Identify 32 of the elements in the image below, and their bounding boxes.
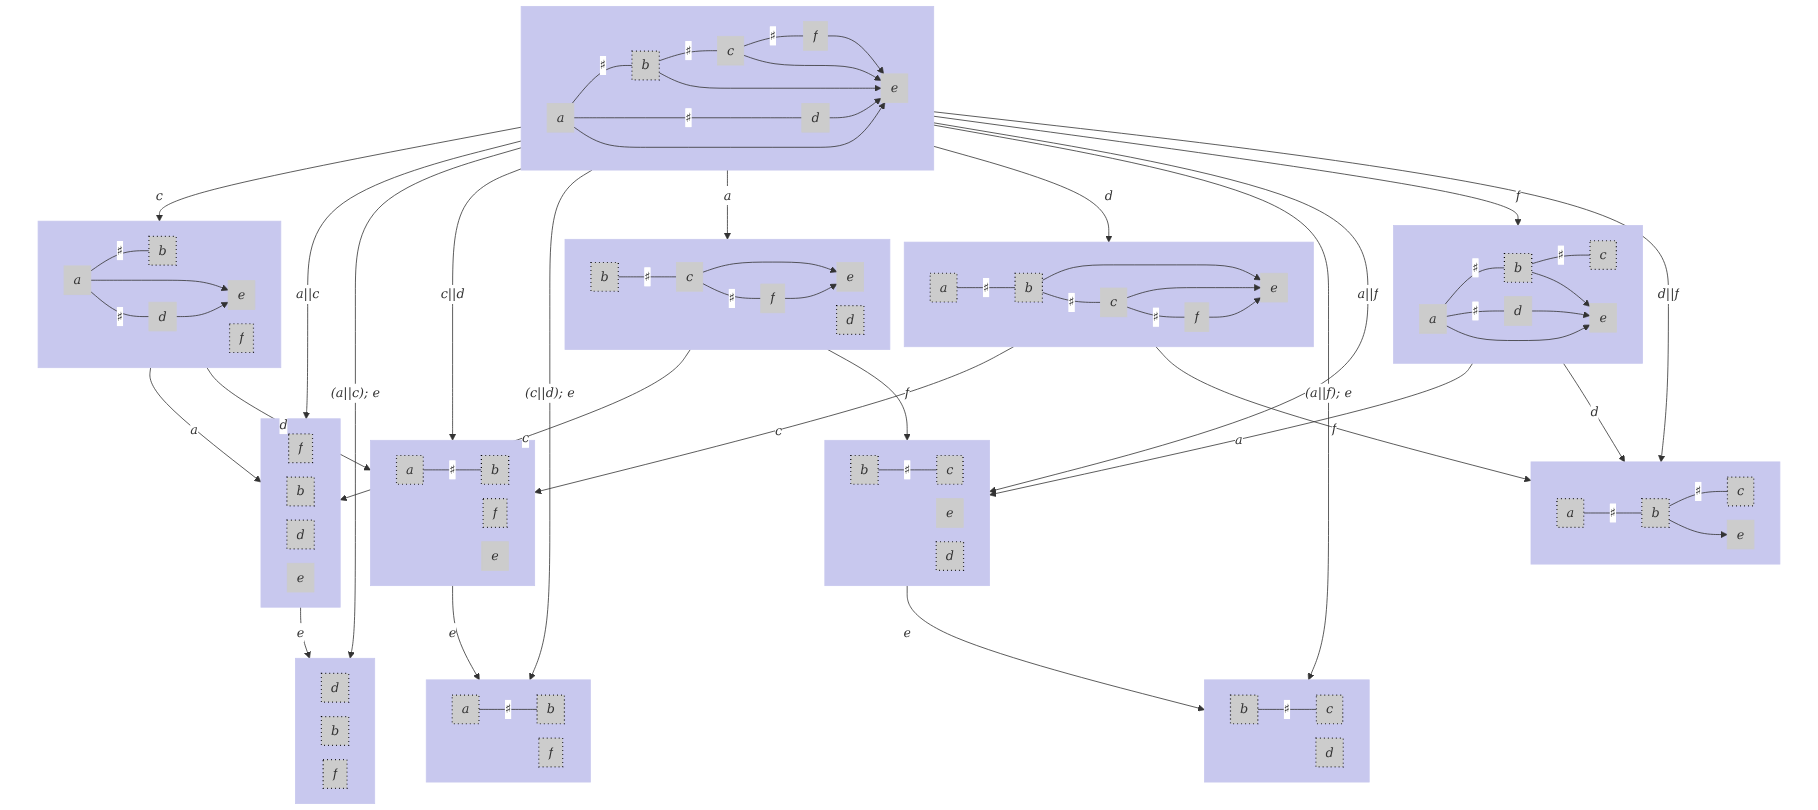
connector (702, 283, 762, 299)
connector (1531, 254, 1591, 265)
connector (422, 469, 482, 471)
connector (90, 250, 150, 272)
connector (1445, 310, 1505, 317)
connector (617, 276, 677, 278)
connector (571, 65, 633, 104)
connector (1583, 512, 1643, 514)
cluster (564, 238, 891, 350)
connector (1257, 709, 1317, 710)
cluster (1530, 461, 1781, 565)
cluster (370, 439, 536, 587)
cluster (824, 439, 990, 587)
connector (877, 469, 938, 471)
cluster (903, 241, 1314, 348)
cluster (1393, 225, 1643, 364)
cluster (295, 657, 376, 804)
cluster (520, 6, 935, 171)
connector (1042, 291, 1101, 303)
connector (1126, 306, 1186, 318)
connector (956, 287, 1016, 289)
cluster (425, 679, 591, 783)
connector (1668, 491, 1728, 507)
connector (658, 50, 718, 62)
connector (743, 35, 804, 47)
connector (478, 709, 538, 710)
connector (573, 117, 803, 119)
cluster (1204, 679, 1370, 783)
cluster (37, 220, 282, 369)
cluster (260, 418, 341, 608)
connector (1444, 267, 1505, 305)
connector (90, 291, 150, 317)
